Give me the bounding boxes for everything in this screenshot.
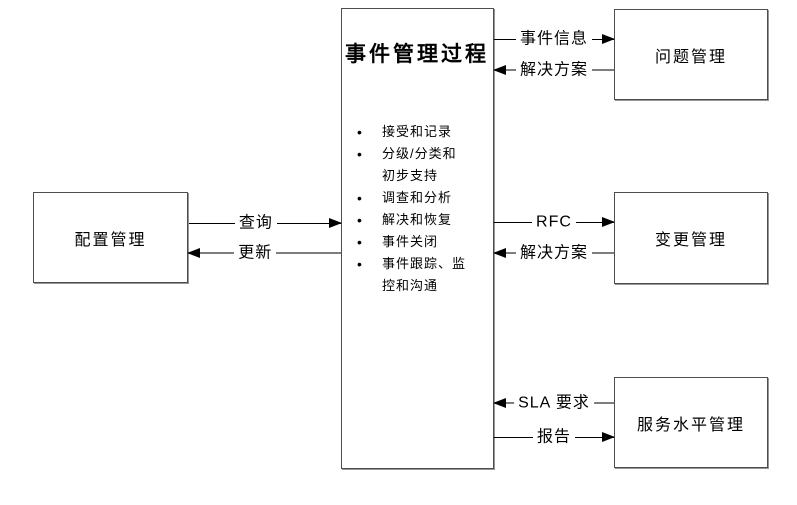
change-management-box: 变更管理 — [614, 192, 768, 284]
list-item: • 事件跟踪、监 控和沟通 — [356, 253, 491, 297]
connector-label: SLA 要求 — [514, 393, 594, 413]
process-steps-list: •接受和记录 •分级/分类和 初步支持 •调查和分析 •解决和恢复 •事件关闭 … — [356, 121, 491, 297]
center-box-title: 事件管理过程 — [345, 43, 489, 66]
bullet-icon: • — [357, 124, 363, 140]
box-label: 服务水平管理 — [636, 416, 745, 434]
step-label: 分级/分类和 初步支持 — [382, 146, 457, 183]
connector-label: 事件信息 — [515, 29, 593, 49]
step-label: 事件关闭 — [382, 234, 439, 249]
connector-label: 解决方案 — [515, 243, 593, 263]
bullet-icon: • — [357, 234, 363, 250]
box-label: 变更管理 — [654, 232, 727, 249]
step-label: 解决和恢复 — [382, 212, 453, 227]
list-item: • 调查和分析 — [356, 187, 491, 209]
list-item: • 事件关闭 — [356, 231, 491, 253]
bullet-icon: • — [357, 190, 363, 206]
service-level-management-box: 服务水平管理 — [614, 377, 768, 468]
step-label: 事件跟踪、监 控和沟通 — [382, 256, 467, 293]
arrowhead-right-icon — [602, 216, 615, 227]
bullet-icon: • — [357, 146, 363, 162]
step-label: 调查和分析 — [382, 190, 453, 205]
arrowhead-right-icon — [329, 217, 342, 228]
box-label: 问题管理 — [654, 48, 727, 66]
problem-management-box: 问题管理 — [614, 9, 768, 100]
arrowhead-left-icon — [493, 397, 506, 408]
incident-management-process-box: 事件管理过程 • 接受和记录 • 分级/分类和 初步支持 • 调查和分析 • 解决和恢复… — [341, 8, 494, 469]
list-item: • 解决和恢复 — [356, 209, 491, 231]
arrowhead-right-icon — [602, 431, 615, 442]
connector-label: 解决方案 — [515, 60, 593, 80]
step-label: 接受和记录 — [382, 124, 453, 139]
bullet-icon: • — [357, 212, 363, 228]
bullet-icon: • — [357, 256, 363, 272]
list-item: • 分级/分类和 初步支持 — [356, 143, 491, 187]
arrowhead-left-icon — [187, 247, 200, 258]
connector-label: 报告 — [532, 427, 576, 447]
arrowhead-left-icon — [493, 247, 506, 258]
connector-label: RFC — [532, 212, 576, 232]
list-item: • 接受和记录 — [356, 121, 491, 143]
arrowhead-left-icon — [493, 64, 506, 75]
box-label: 配置管理 — [74, 231, 147, 249]
connector-label: 查询 — [234, 213, 277, 233]
connector-label: 更新 — [234, 243, 277, 263]
arrowhead-right-icon — [602, 33, 615, 44]
configuration-management-box: 配置管理 — [33, 192, 188, 283]
